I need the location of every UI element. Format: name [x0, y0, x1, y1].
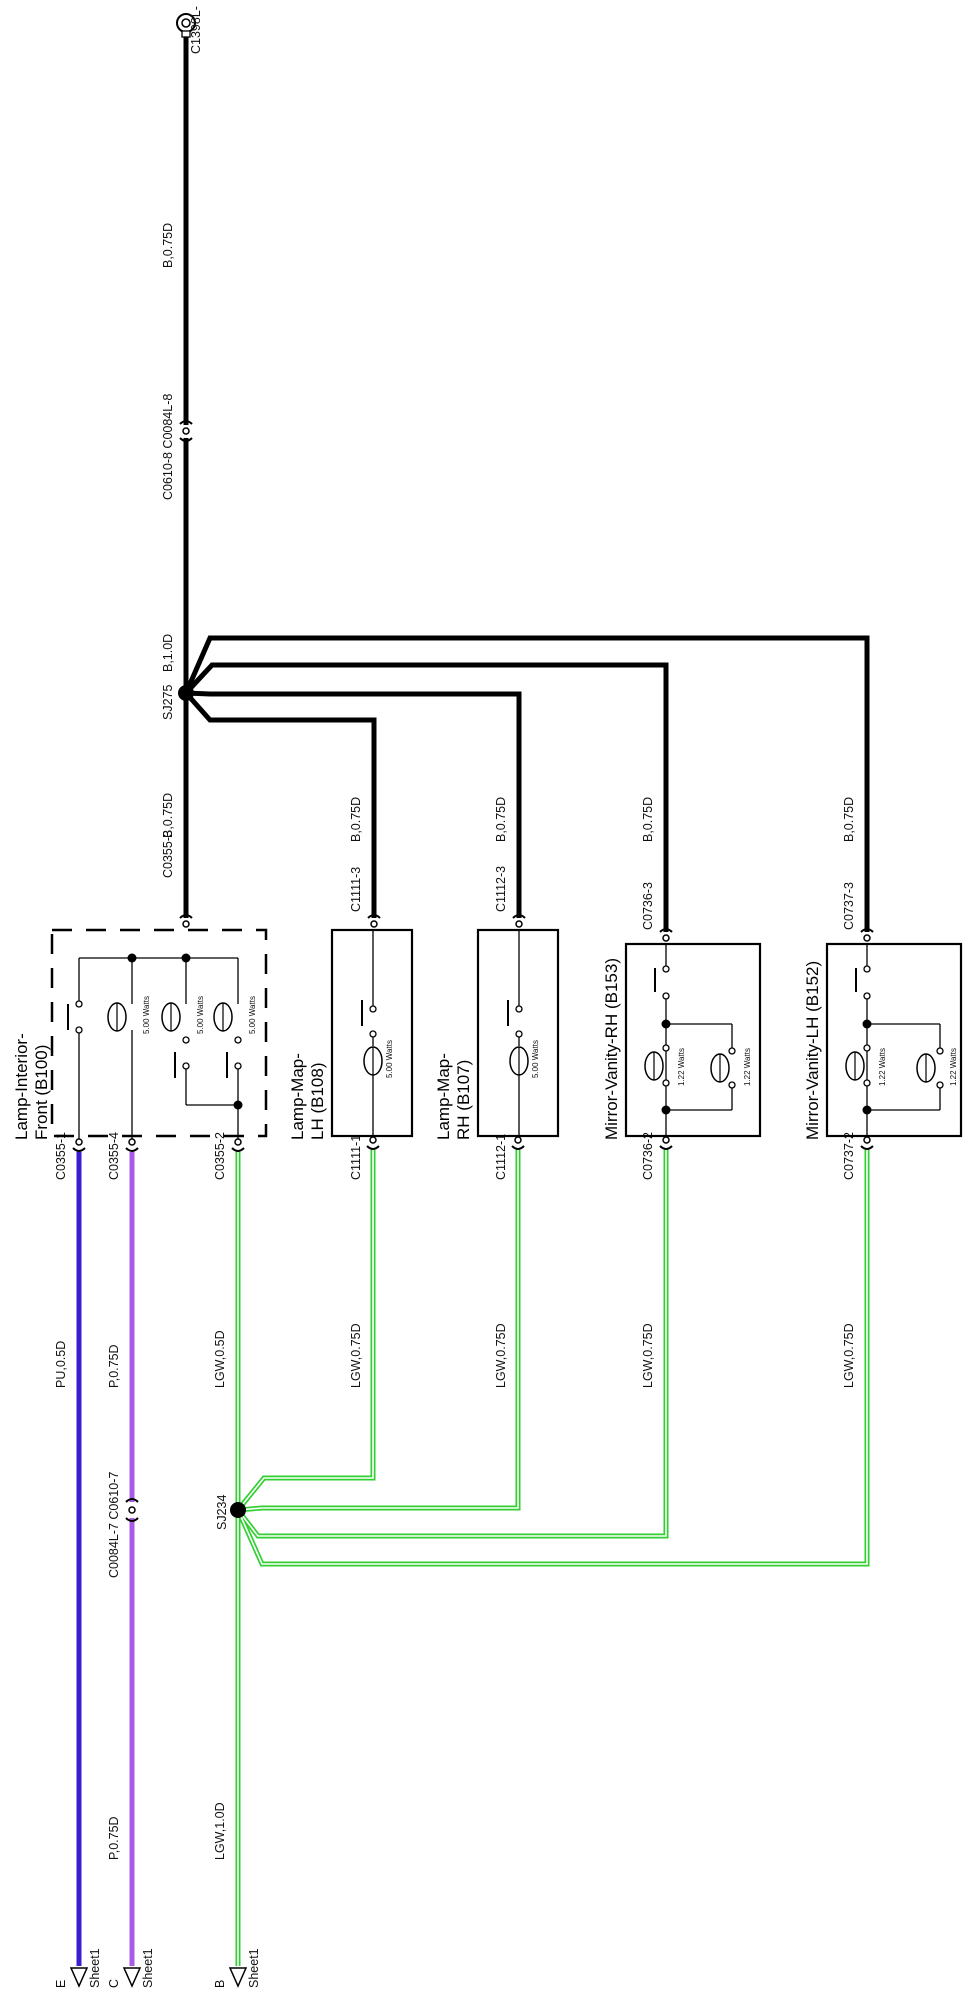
connector-label-c1111-3: C1111-3 [349, 867, 363, 912]
wattage-label-front-2: 5.00 Watts [196, 996, 205, 1034]
pin-c0355-2[interactable] [231, 1138, 245, 1152]
ground-wiring [183, 28, 870, 932]
connector-label-c0355-4: C0355-4 [107, 1132, 121, 1180]
wire-label-lgw075-map-lh: LGW,0.75D [349, 1323, 363, 1388]
offpage-letter-b: B [213, 1980, 227, 1988]
wire-label-b10: B,1.0D [161, 634, 175, 672]
component-label-map-lh-line2: LH (B108) [308, 1063, 327, 1140]
offpage-letter-e: E [54, 1980, 68, 1988]
splice-sj275[interactable] [178, 685, 194, 701]
wire-label-p075-lower: P,0.75D [107, 1816, 121, 1860]
connector-label-c0736-3: C0736-3 [641, 882, 655, 930]
wattage-label-vanity-lh-2: 1.22 Watts [949, 1048, 958, 1086]
lgw-wires[interactable] [235, 1150, 870, 1966]
connector-c0610-8[interactable] [179, 420, 193, 442]
offpage-sheet-e: Sheet1 [88, 1948, 102, 1988]
connector-label-c0355-3: C0355-3 [161, 830, 175, 878]
lamp-interior-front-b100[interactable] [50, 928, 268, 1140]
wire-label-lgw075-map-rh: LGW,0.75D [494, 1323, 508, 1388]
wattage-label-front-1: 5.00 Watts [142, 996, 151, 1034]
wire-label-b075-vanity-lh: B,0.75D [842, 797, 856, 842]
wire-label-b075-main: B,0.75D [161, 793, 175, 838]
component-label-front-line1: Lamp-Interior- [12, 1033, 31, 1140]
offpage-arrow-e[interactable] [69, 1967, 89, 1988]
pin-c0355-1[interactable] [72, 1138, 86, 1152]
component-label-vanity-rh: Mirror-Vanity-RH (B153) [602, 958, 621, 1140]
connector-label-c0736-2: C0736-2 [641, 1132, 655, 1180]
wattage-label-vanity-rh-1: 1.22 Watts [677, 1048, 686, 1086]
signal-wiring [76, 1150, 870, 1966]
pin-c1112-3[interactable] [512, 914, 526, 928]
wattage-label-front-3: 5.00 Watts [248, 996, 257, 1034]
connector-label-c1112-1: C1112-1 [494, 1134, 508, 1180]
connector-label-c0610-8: C0610-8 C0084L-8 [161, 394, 175, 500]
mirror-vanity-rh-b153[interactable] [624, 942, 762, 1138]
lamp-map-lh-b108[interactable] [330, 928, 414, 1138]
wire-label-b075-map-lh: B,0.75D [349, 797, 363, 842]
offpage-letter-c: C [107, 1979, 121, 1988]
connector-label-c0355-2: C0355-2 [213, 1132, 227, 1180]
wattage-label-map-lh: 5.00 Watts [385, 1040, 394, 1078]
connector-label-c0737-3: C0737-3 [842, 882, 856, 930]
component-label-map-lh-line1: Lamp-Map- [288, 1053, 307, 1140]
pin-c0737-2[interactable] [860, 1136, 874, 1150]
wire-label-b075-vanity-rh: B,0.75D [641, 797, 655, 842]
wire-vanity-lh-ground[interactable] [183, 635, 870, 932]
component-label-front-line2: Front (B100) [32, 1045, 51, 1140]
connector-c1398l[interactable] [176, 13, 196, 38]
connector-label-c0355-1: C0355-1 [54, 1132, 68, 1180]
component-label-map-rh-line1: Lamp-Map- [434, 1053, 453, 1140]
connector-label-c1112-3: C1112-3 [494, 866, 508, 912]
pin-c0737-3[interactable] [860, 928, 874, 942]
splice-sj234[interactable] [230, 1502, 246, 1518]
wire-map-lh-ground[interactable] [184, 691, 377, 918]
wattage-label-map-rh: 5.00 Watts [531, 1040, 540, 1078]
connector-label-c1398l: C1398L- [189, 6, 203, 54]
pin-c0355-4[interactable] [125, 1138, 139, 1152]
mirror-vanity-lh-b152[interactable] [825, 942, 963, 1138]
wire-label-lgw075-vanity-rh: LGW,0.75D [641, 1323, 655, 1388]
offpage-sheet-b: Sheet1 [247, 1948, 261, 1988]
wire-label-pu05: PU,0.5D [54, 1341, 68, 1388]
wire-label-lgw05: LGW,0.5D [213, 1330, 227, 1388]
wire-label-b075-top: B,0.75D [161, 223, 175, 268]
connector-label-c0084l-7: C0084L-7 C0610-7 [107, 1472, 121, 1578]
connector-c0084l-7[interactable] [125, 1498, 139, 1522]
offpage-arrow-c[interactable] [122, 1967, 142, 1988]
wire-map-rh-ground[interactable] [185, 690, 522, 918]
wire-label-lgw10: LGW,1.0D [213, 1802, 227, 1860]
wattage-label-vanity-lh-1: 1.22 Watts [878, 1048, 887, 1086]
connector-label-c1111-1: C1111-1 [349, 1135, 363, 1180]
wattage-label-vanity-rh-2: 1.22 Watts [743, 1048, 752, 1086]
wire-label-lgw075-vanity-lh: LGW,0.75D [842, 1323, 856, 1388]
connector-label-c0737-2: C0737-2 [842, 1132, 856, 1180]
offpage-sheet-c: Sheet1 [141, 1948, 155, 1988]
connector-pins [72, 914, 874, 1152]
splice-label-sj234: SJ234 [215, 1495, 229, 1530]
wire-label-p075-upper: P,0.75D [107, 1344, 121, 1388]
pin-c1112-1[interactable] [511, 1136, 525, 1150]
pin-c0736-2[interactable] [659, 1136, 673, 1150]
splice-label-sj275: SJ275 [161, 685, 175, 720]
offpage-arrow-b[interactable] [228, 1967, 248, 1988]
pin-c1111-3[interactable] [367, 914, 381, 928]
wire-label-b075-map-rh: B,0.75D [494, 797, 508, 842]
lamp-map-rh-b107[interactable] [476, 928, 560, 1138]
pin-c0736-3[interactable] [659, 928, 673, 942]
component-label-vanity-lh: Mirror-Vanity-LH (B152) [803, 961, 822, 1140]
pin-c1111-1[interactable] [366, 1136, 380, 1150]
wire-vanity-rh-ground[interactable] [184, 662, 669, 932]
component-label-map-rh-line2: RH (B107) [454, 1060, 473, 1140]
pin-c0355-3[interactable] [179, 914, 193, 928]
